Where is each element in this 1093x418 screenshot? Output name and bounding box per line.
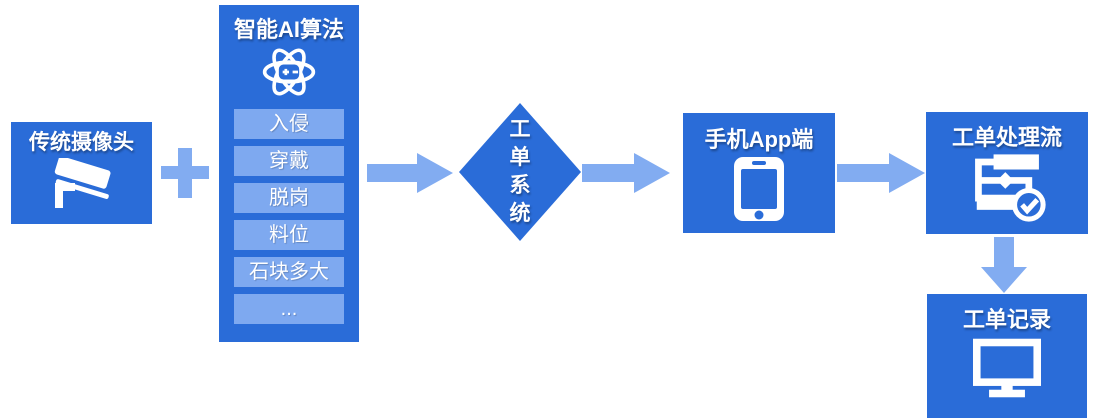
diamond-shape <box>459 103 581 241</box>
ai-item-stone-size: 石块多大 <box>234 257 344 287</box>
ai-item-wearing: 穿戴 <box>234 146 344 176</box>
process-flow-node: 工单处理流 <box>926 112 1088 234</box>
atom-icon <box>262 48 316 96</box>
arrow-right-icon-2 <box>582 153 670 193</box>
ai-item-ellipsis: ... <box>234 294 344 324</box>
record-node: 工单记录 <box>927 294 1087 418</box>
ai-node-title: 智能AI算法 <box>233 17 344 42</box>
arrow-right-icon-3 <box>837 153 925 193</box>
plus-icon <box>161 148 209 198</box>
arrow-down-icon <box>981 237 1027 293</box>
ai-item-intrusion: 入侵 <box>234 109 344 139</box>
smartphone-icon <box>734 157 784 222</box>
monitor-icon <box>973 339 1041 398</box>
camera-node-title: 传统摄像头 <box>29 131 134 154</box>
cctv-camera-icon <box>54 158 111 209</box>
workflow-checklist-icon <box>975 154 1046 222</box>
ai-item-material-level: 料位 <box>234 220 344 250</box>
ai-item-list: 入侵 穿戴 脱岗 料位 石块多大 ... <box>219 109 359 331</box>
arrow-right-icon-1 <box>367 153 453 193</box>
record-node-title: 工单记录 <box>962 307 1051 332</box>
work-order-system-node: 工 单 系 统 <box>459 103 581 241</box>
work-order-system-title: 工 单 系 统 <box>509 118 531 225</box>
camera-node: 传统摄像头 <box>11 122 152 224</box>
ai-item-off-post: 脱岗 <box>234 183 344 213</box>
mobile-app-node: 手机App端 <box>683 113 835 233</box>
process-flow-title: 工单处理流 <box>951 125 1062 150</box>
mobile-app-title: 手机App端 <box>704 127 814 152</box>
ai-algorithm-node: 智能AI算法 入侵 穿戴 脱岗 料位 石块多大 ... <box>219 5 359 342</box>
